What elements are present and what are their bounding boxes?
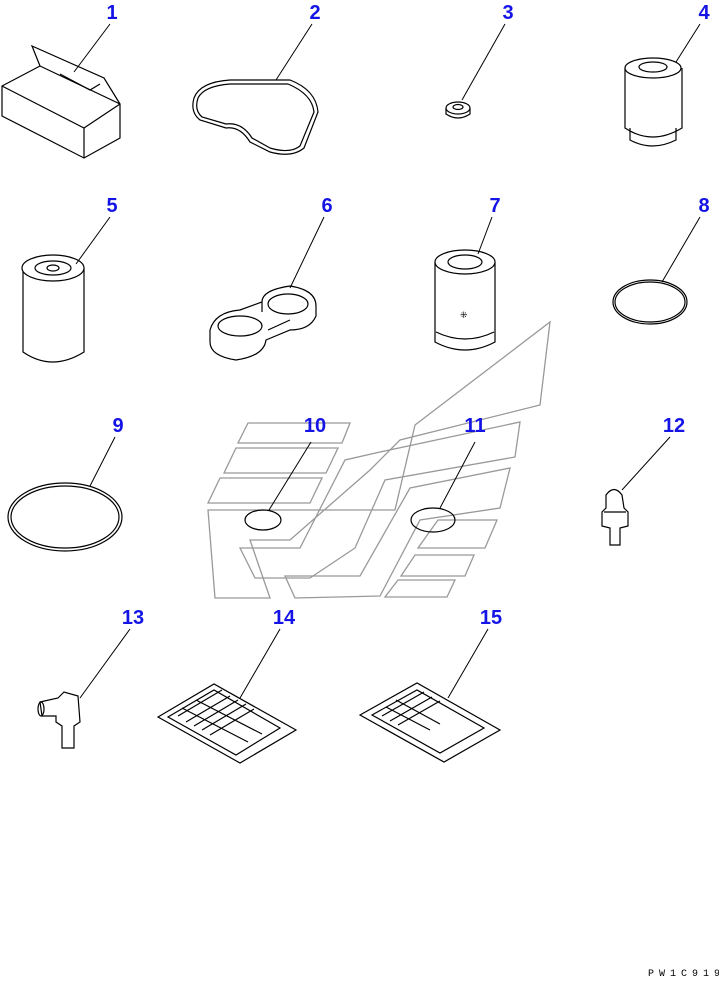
callout-14: 14 (273, 607, 296, 629)
part-1-box (1, 44, 121, 159)
drawing-code: PW1C919 (648, 969, 719, 980)
callout-13: 13 (122, 607, 144, 629)
part-13-elbow-fitting (37, 691, 81, 749)
callout-8: 8 (698, 195, 709, 217)
part-5-fuel-filter (21, 254, 85, 363)
callout-9: 9 (112, 415, 123, 437)
part-15-sheet (358, 682, 502, 763)
callout-numbers: 1 2 3 4 5 6 7 8 9 10 11 12 13 14 15 (106, 2, 710, 629)
part-8-o-ring (612, 279, 688, 325)
callout-12: 12 (663, 415, 685, 437)
leader-lines (73, 23, 701, 699)
part-4-oil-filter (624, 57, 683, 147)
callout-5: 5 (106, 195, 117, 217)
callout-11: 11 (464, 415, 485, 437)
callout-2: 2 (309, 2, 320, 24)
callout-15: 15 (480, 607, 502, 629)
part-9-o-ring (7, 482, 123, 552)
callout-10: 10 (304, 415, 326, 437)
callout-1: 1 (106, 2, 117, 24)
part-12-grease-fitting (601, 488, 629, 546)
part-14-sheet (156, 683, 298, 764)
part-7-air-element: ⁜ (434, 249, 496, 351)
svg-text:⁜: ⁜ (460, 310, 468, 320)
part-6-bracket (209, 285, 317, 361)
part-11-ring (410, 507, 456, 533)
callout-7: 7 (489, 195, 500, 217)
part-10-ring (244, 509, 282, 531)
part-3-ring (445, 101, 471, 119)
callout-6: 6 (321, 195, 332, 217)
watermark-logo (206, 320, 551, 599)
callout-3: 3 (502, 2, 513, 24)
part-2-gasket (192, 79, 319, 155)
callout-4: 4 (698, 2, 710, 24)
